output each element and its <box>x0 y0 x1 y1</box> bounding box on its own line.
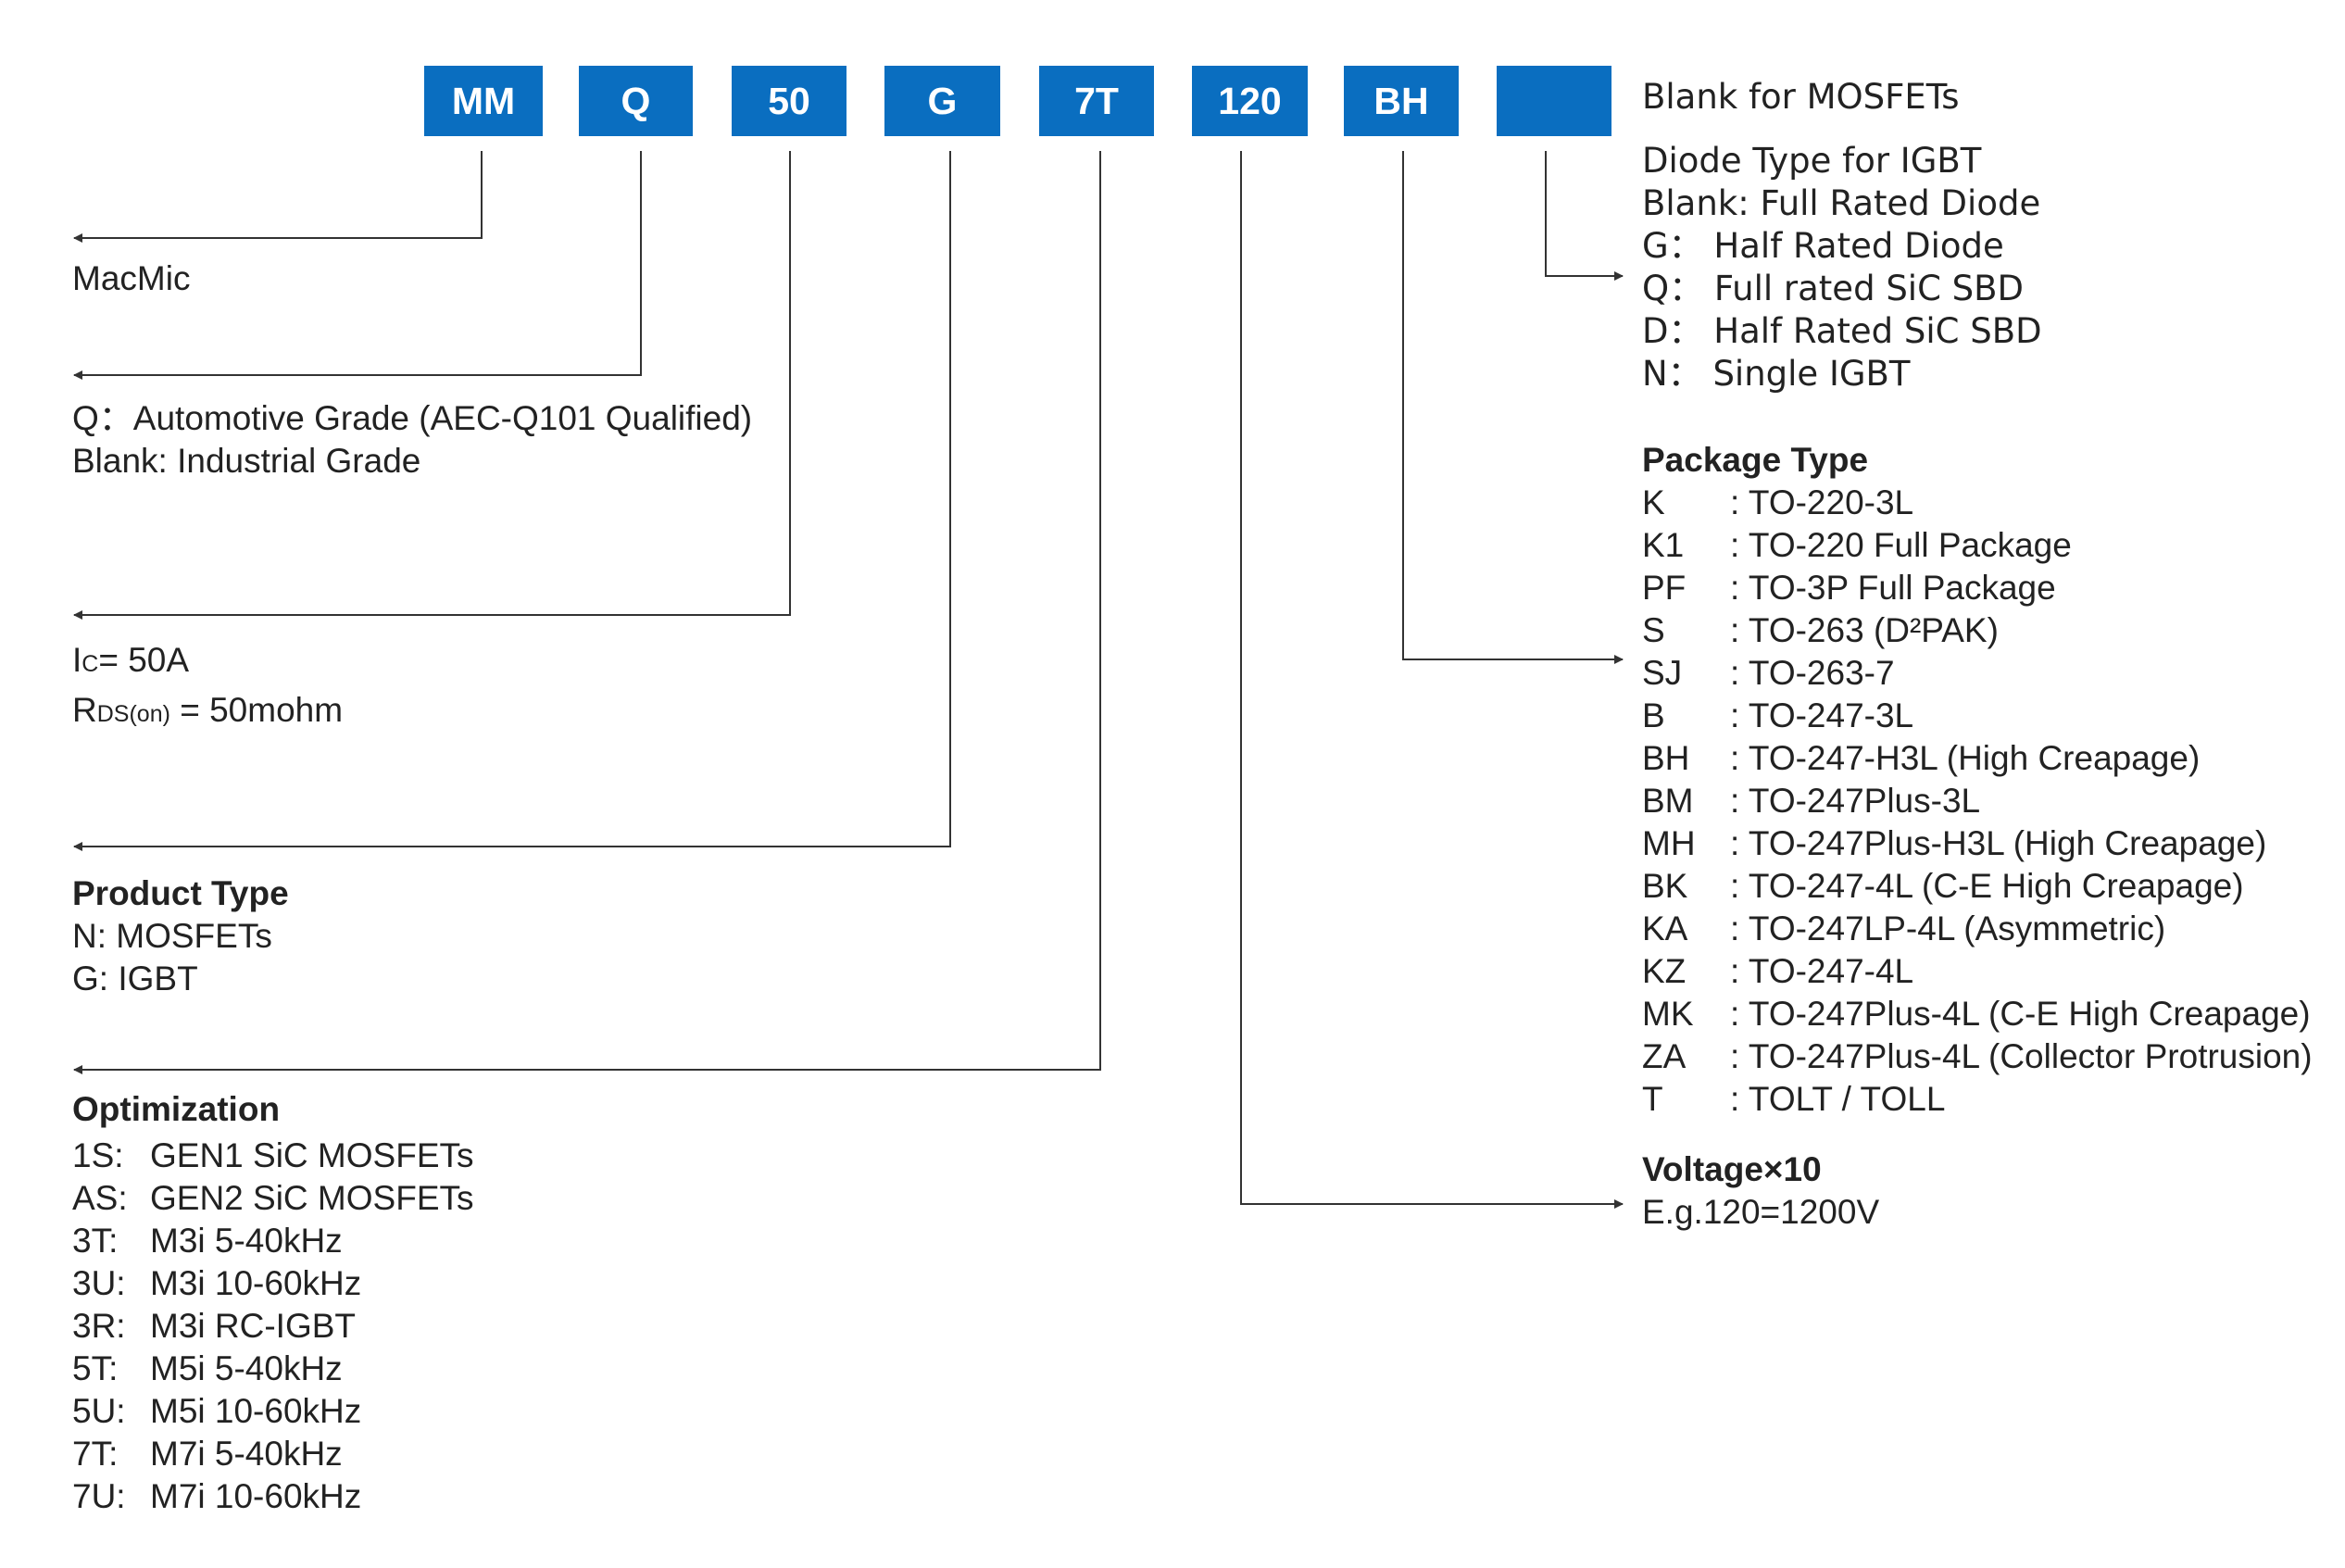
voltage-title: Voltage×10 <box>1642 1150 1822 1188</box>
code-box-50: 50 <box>732 66 846 136</box>
grade-q: Q：Automotive Grade (AEC-Q101 Qualified) <box>72 399 753 437</box>
rds-symbol: R <box>72 691 97 729</box>
package-item: K: TO-220-3L <box>1642 483 1914 521</box>
code-box-diode <box>1497 66 1611 136</box>
rds-subscript: DS(on) <box>96 701 170 727</box>
optimization-item: 3U:M3i 10-60kHz <box>72 1264 362 1302</box>
connector-mm <box>73 151 483 243</box>
voltage-block: Voltage×10 E.g.120=1200V <box>1642 1148 1879 1234</box>
optimization-item: 3R:M3i RC-IGBT <box>72 1307 356 1345</box>
brand-text: MacMic <box>72 259 191 297</box>
package-item: BM: TO-247Plus-3L <box>1642 782 1981 820</box>
connector-7t <box>73 151 1101 1074</box>
product-type-block: Product Type N: MOSFETs G: IGBT <box>72 872 289 1000</box>
voltage-example: E.g.120=1200V <box>1642 1193 1880 1231</box>
code-box-120: 120 <box>1192 66 1308 136</box>
grade-blank: Blank: Industrial Grade <box>72 442 421 480</box>
package-item: MH: TO-247Plus-H3L (High Creapage) <box>1642 824 2267 862</box>
optimization-item: 5T:M5i 5-40kHz <box>72 1349 343 1387</box>
connector-120 <box>1240 151 1624 1209</box>
mosfet-blank-note: Blank for MOSFETs <box>1642 76 1960 119</box>
package-item: PF: TO-3P Full Package <box>1642 569 2056 607</box>
package-item: KA: TO-247LP-4L (Asymmetric) <box>1642 909 2166 947</box>
diode-type-item: Blank: Full Rated Diode <box>1642 183 2041 223</box>
grade-block: Q：Automotive Grade (AEC-Q101 Qualified) … <box>72 397 752 483</box>
product-type-item: G: IGBT <box>72 960 198 997</box>
optimization-block: Optimization 1S:GEN1 SiC MOSFETs AS:GEN2… <box>72 1088 474 1518</box>
diode-type-item: G： Half Rated Diode <box>1642 226 2004 266</box>
diode-type-item: Q： Full rated SiC SBD <box>1642 269 2025 308</box>
rating-block: IC= 50A RDS(on) = 50mohm <box>72 637 343 737</box>
code-box-q: Q <box>579 66 693 136</box>
package-item: S: TO-263 (D²PAK) <box>1642 611 1999 649</box>
brand-block: MacMic <box>72 257 190 300</box>
optimization-item: AS:GEN2 SiC MOSFETs <box>72 1179 474 1217</box>
connector-50 <box>73 151 791 620</box>
rds-value: = 50mohm <box>169 691 344 729</box>
ic-symbol: I <box>72 641 82 679</box>
diode-type-item: N： Single IGBT <box>1642 354 1911 394</box>
product-type-item: N: MOSFETs <box>72 917 272 955</box>
package-item: B: TO-247-3L <box>1642 696 1914 734</box>
package-item: BK: TO-247-4L (C-E High Creapage) <box>1642 867 2244 905</box>
optimization-item: 1S:GEN1 SiC MOSFETs <box>72 1136 474 1174</box>
connector-q <box>73 151 642 380</box>
product-type-title: Product Type <box>72 874 289 912</box>
rds-rating: RDS(on) = 50mohm <box>72 687 343 737</box>
optimization-item: 3T:M3i 5-40kHz <box>72 1222 343 1260</box>
optimization-item: 5U:M5i 10-60kHz <box>72 1392 362 1430</box>
connector-diode <box>1545 151 1624 281</box>
ic-subscript: C <box>82 651 99 677</box>
code-box-bh: BH <box>1344 66 1459 136</box>
package-type-title: Package Type <box>1642 441 1869 479</box>
code-box-7t: 7T <box>1039 66 1154 136</box>
package-item: T: TOLT / TOLL <box>1642 1080 1946 1118</box>
package-item: KZ: TO-247-4L <box>1642 952 1914 990</box>
mosfet-blank-text: Blank for MOSFETs <box>1642 77 1960 117</box>
package-item: MK: TO-247Plus-4L (C-E High Creapage) <box>1642 995 2311 1033</box>
current-rating: IC= 50A <box>72 637 343 687</box>
code-box-g: G <box>884 66 1000 136</box>
package-item: K1: TO-220 Full Package <box>1642 526 2072 564</box>
package-item: SJ: TO-263-7 <box>1642 654 1895 692</box>
ic-value: = 50A <box>98 641 190 679</box>
connector-g <box>73 151 951 851</box>
optimization-title: Optimization <box>72 1090 281 1128</box>
optimization-item: 7U:M7i 10-60kHz <box>72 1477 362 1515</box>
code-box-mm: MM <box>424 66 543 136</box>
diode-type-title: Diode Type for IGBT <box>1642 141 1982 181</box>
connector-bh <box>1402 151 1624 664</box>
optimization-item: 7T:M7i 5-40kHz <box>72 1435 343 1473</box>
package-item: BH: TO-247-H3L (High Creapage) <box>1642 739 2201 777</box>
diode-type-item: D： Half Rated SiC SBD <box>1642 311 2042 351</box>
diode-type-block: Diode Type for IGBT Blank: Full Rated Di… <box>1642 140 2042 395</box>
package-item: ZA: TO-247Plus-4L (Collector Protrusion) <box>1642 1037 2313 1075</box>
package-type-block: Package Type K: TO-220-3L K1: TO-220 Ful… <box>1642 439 2313 1121</box>
